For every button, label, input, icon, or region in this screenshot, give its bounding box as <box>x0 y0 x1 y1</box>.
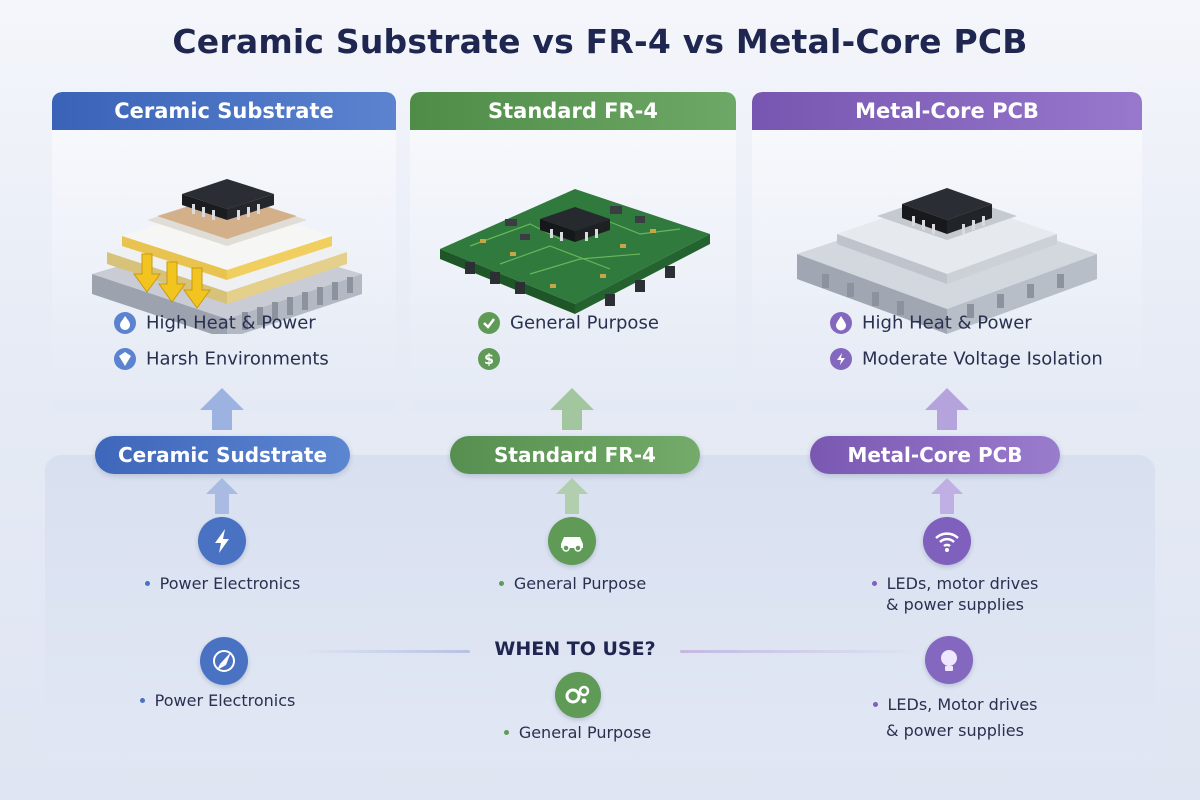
divider-line-right <box>680 650 920 653</box>
ceramic-header: Ceramic Substrate <box>52 92 396 130</box>
ceramic-pill: Ceramic Sudstrate <box>95 436 350 474</box>
ceramic-column: Ceramic Substrate <box>52 92 396 412</box>
fr4-use-2: General Purpose <box>455 722 700 743</box>
bullet-dot <box>871 581 877 586</box>
flame-icon <box>114 312 136 334</box>
shield-icon <box>114 348 136 370</box>
arrow-up-icon <box>206 478 238 514</box>
metal-core-use-2: LEDs, Motor drives & power supplies <box>835 692 1075 744</box>
arrow-up-icon <box>556 478 588 514</box>
divider-line-left <box>300 650 470 653</box>
when-to-use-label: WHEN TO USE? <box>494 638 656 660</box>
metal-core-use-1: LEDs, motor drives & power supplies <box>835 573 1075 615</box>
droplet-icon <box>830 312 852 334</box>
dollar-icon: $ <box>478 348 500 370</box>
bolt-badge-icon <box>830 348 852 370</box>
fr4-column: Standard FR-4 <box>410 92 736 412</box>
bullet-dot <box>139 698 145 703</box>
bullet-dot <box>503 730 509 735</box>
metal-core-feature-2: Moderate Voltage Isolation <box>830 348 1142 370</box>
fr4-pill: Standard FR-4 <box>450 436 700 474</box>
ceramic-feature-2: Harsh Environments <box>114 348 396 370</box>
compass-icon <box>200 637 248 685</box>
wifi-icon <box>923 517 971 565</box>
bullet-dot <box>872 702 878 707</box>
ceramic-use-2: Power Electronics <box>95 690 340 711</box>
bullet-dot <box>498 581 504 586</box>
fr4-feature-2: $ <box>478 348 736 370</box>
ceramic-feature-1: High Heat & Power <box>114 312 396 334</box>
svg-text:$: $ <box>484 352 494 368</box>
gears-icon <box>555 672 601 718</box>
page-title: Ceramic Substrate vs FR-4 vs Metal-Core … <box>172 22 1028 61</box>
arrow-up-icon <box>200 388 244 430</box>
arrow-up-icon <box>931 478 963 514</box>
ceramic-substrate-illustration <box>92 179 362 334</box>
lightning-icon <box>198 517 246 565</box>
fr4-header: Standard FR-4 <box>410 92 736 130</box>
ceramic-use-1: Power Electronics <box>100 573 345 594</box>
fr4-board-illustration <box>440 189 710 314</box>
when-to-use-panel <box>45 455 1155 768</box>
metal-core-header: Metal-Core PCB <box>752 92 1142 130</box>
fr4-use-1: General Purpose <box>450 573 695 594</box>
arrow-up-icon <box>925 388 969 430</box>
check-icon <box>478 312 500 334</box>
metal-core-pill: Metal-Core PCB <box>810 436 1060 474</box>
metal-core-column: Metal-Core PCB High Heat & Power M <box>752 92 1142 412</box>
fr4-feature-1: General Purpose <box>478 312 736 334</box>
bullet-dot <box>144 581 150 586</box>
bulb-icon <box>925 636 973 684</box>
metal-core-feature-1: High Heat & Power <box>830 312 1142 334</box>
metal-core-illustration <box>797 188 1097 334</box>
car-icon <box>548 517 596 565</box>
arrow-up-icon <box>550 388 594 430</box>
